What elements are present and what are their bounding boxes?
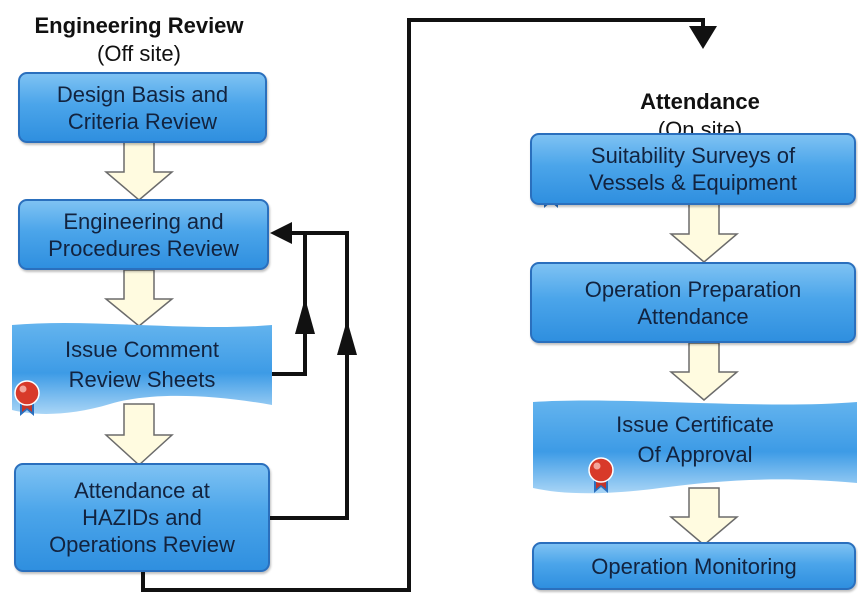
left-header-subtitle: (Off site) — [97, 41, 181, 66]
block-arrow-r1 — [668, 203, 740, 263]
step-issue-comment-sheets: Issue Comment Review Sheets — [12, 325, 272, 405]
transition-connector — [141, 18, 705, 592]
feedback-connector-2 — [270, 231, 349, 520]
block-arrow-r3 — [668, 487, 740, 546]
arrowhead-up-2 — [337, 320, 357, 355]
block-arrow-l1 — [103, 141, 175, 201]
step-label: Operation Monitoring — [591, 553, 797, 579]
step-operation-preparation: Operation Preparation Attendance — [530, 262, 856, 343]
step-design-basis: Design Basis and Criteria Review — [18, 72, 267, 143]
step-label: Design Basis and Criteria Review — [56, 81, 229, 134]
right-header-title: Attendance — [640, 89, 760, 114]
feedback-connector-1 — [272, 233, 307, 376]
step-label: Issue Certificate Of Approval — [616, 412, 774, 467]
step-operation-monitoring: Operation Monitoring — [532, 542, 856, 590]
step-label: Attendance at HAZIDs and Operations Revi… — [49, 478, 235, 557]
step-label: Suitability Surveys of Vessels & Equipme… — [589, 143, 797, 195]
step-label: Issue Comment Review Sheets — [64, 337, 220, 392]
block-arrow-l2 — [103, 269, 175, 327]
doc-shape-left — [12, 322, 272, 414]
arrowhead-left — [270, 222, 292, 244]
step-label: Engineering and Procedures Review — [48, 208, 239, 261]
step-engineering-procedures: Engineering and Procedures Review — [18, 199, 269, 270]
block-arrow-r2 — [668, 342, 740, 401]
left-column-header: Engineering Review (Off site) — [4, 12, 274, 68]
block-arrow-l3 — [104, 403, 174, 467]
left-header-title: Engineering Review — [34, 13, 244, 38]
step-issue-certificate: Issue Certificate Of Approval — [533, 402, 857, 488]
arrowhead-down — [689, 26, 717, 49]
step-label: Operation Preparation Attendance — [584, 276, 802, 329]
arrowhead-up-1 — [295, 298, 315, 334]
step-attendance-hazids: Attendance at HAZIDs and Operations Revi… — [14, 463, 270, 572]
step-suitability-surveys: Suitability Surveys of Vessels & Equipme… — [530, 133, 856, 205]
doc-shape-right — [533, 400, 857, 494]
